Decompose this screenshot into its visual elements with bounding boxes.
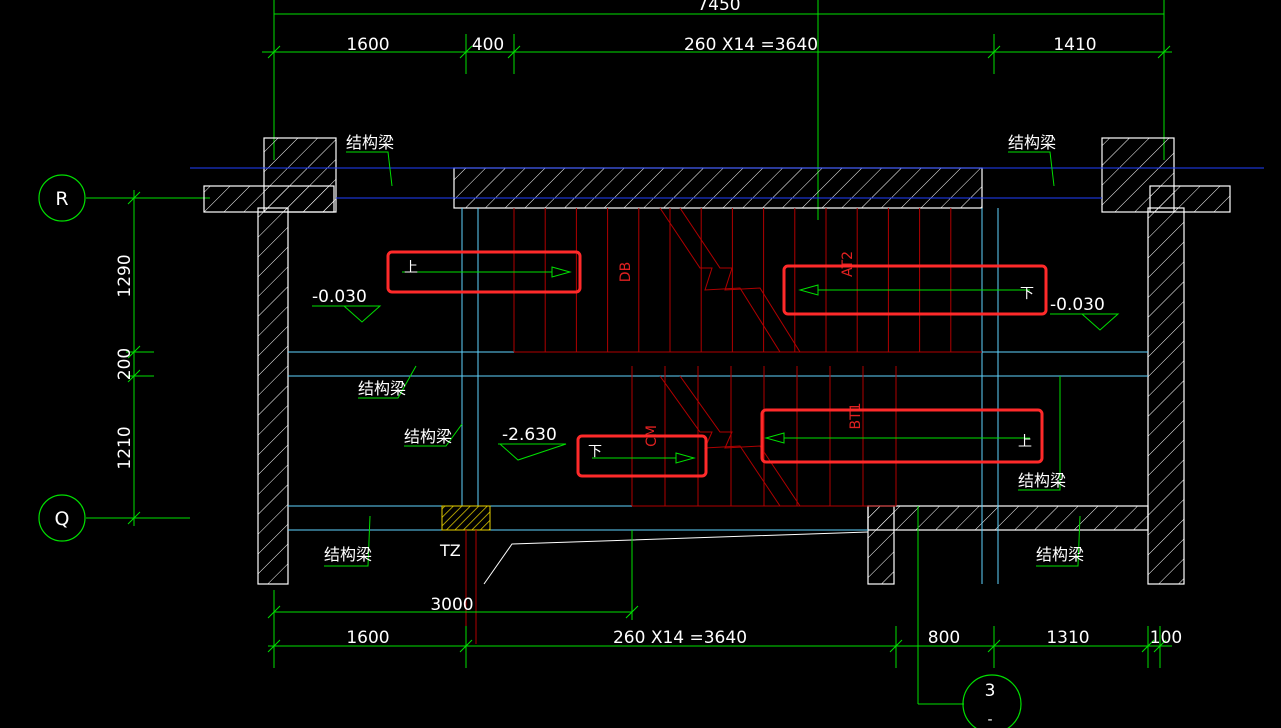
dim-bottom-3: 800 [928,628,960,648]
stair-label-db: DB [618,262,634,282]
leader-lines [324,151,1081,567]
elevation-text-mid: -2.630 [502,425,557,445]
arrow-box-down-right: 下 [782,264,1048,316]
elevation-right-upper: -0.030 [1050,295,1120,331]
dim-overall: 7450 [697,0,740,15]
dim-top-4: 1410 [1053,35,1096,55]
dim-bottom-5: 100 [1150,628,1182,648]
beam-label-bottom-right: 结构梁 [1036,545,1084,564]
dim-bottom-2: 260 X14 =3640 [613,628,747,648]
stair-label-at2: AT2 [840,251,856,277]
elevation-left-upper: -0.030 [312,287,382,323]
elevation-mid: -2.630 [498,425,567,461]
dim-bottom-4: 1310 [1046,628,1089,648]
tz-column [441,505,869,644]
arrow-label-up-right: 上 [1018,434,1032,450]
elevation-text-right-upper: -0.030 [1050,295,1105,315]
stair-label-bt1: BT1 [848,402,864,429]
walls [203,137,1231,585]
dim-left-3: 1210 [115,426,135,469]
axis-bubble-q: Q [38,494,86,542]
left-dimensions [86,190,210,526]
axis-bubble-r: R [38,174,86,222]
beam-label-mid-left-2: 结构梁 [404,427,452,446]
axis-label-3-sub: - [987,712,992,728]
bottom-dimensions [267,506,1172,705]
arrow-label-down-mid: 下 [588,444,602,460]
axis-label-r: R [55,188,68,210]
arrow-box-up-right: 上 [760,408,1044,464]
arrow-box-up-left: 上 [386,250,582,294]
dim-bottom-1: 1600 [346,628,389,648]
stair-treads-upper [513,208,982,353]
axis-label-3: 3 [985,681,996,701]
dim-bottom-3000: 3000 [430,595,473,615]
arrow-label-down-right: 下 [1020,286,1034,302]
beam-label-mid-left: 结构梁 [358,379,406,398]
dim-left-1: 1290 [115,254,135,297]
beam-label-mid-right: 结构梁 [1018,471,1066,490]
dim-left-2: 200 [115,348,135,380]
dim-top-1: 1600 [346,35,389,55]
axis-label-q: Q [55,508,70,530]
axis-bubble-3: 3 - [962,674,1022,728]
blue-guides [190,167,1264,199]
arrow-box-down-mid: 下 [576,434,708,478]
dim-top-3: 260 X14 =3640 [684,35,818,55]
dim-top-2: 400 [472,35,504,55]
beam-label-top-left: 结构梁 [346,133,394,152]
top-dimensions [262,0,1172,220]
beam-label-bottom-left: 结构梁 [324,545,372,564]
arrow-label-up-left: 上 [404,260,418,276]
beam-label-top-right: 结构梁 [1008,133,1056,152]
tz-label: TZ [439,541,461,560]
break-lines [659,207,801,507]
elevation-text-left-upper: -0.030 [312,287,367,307]
